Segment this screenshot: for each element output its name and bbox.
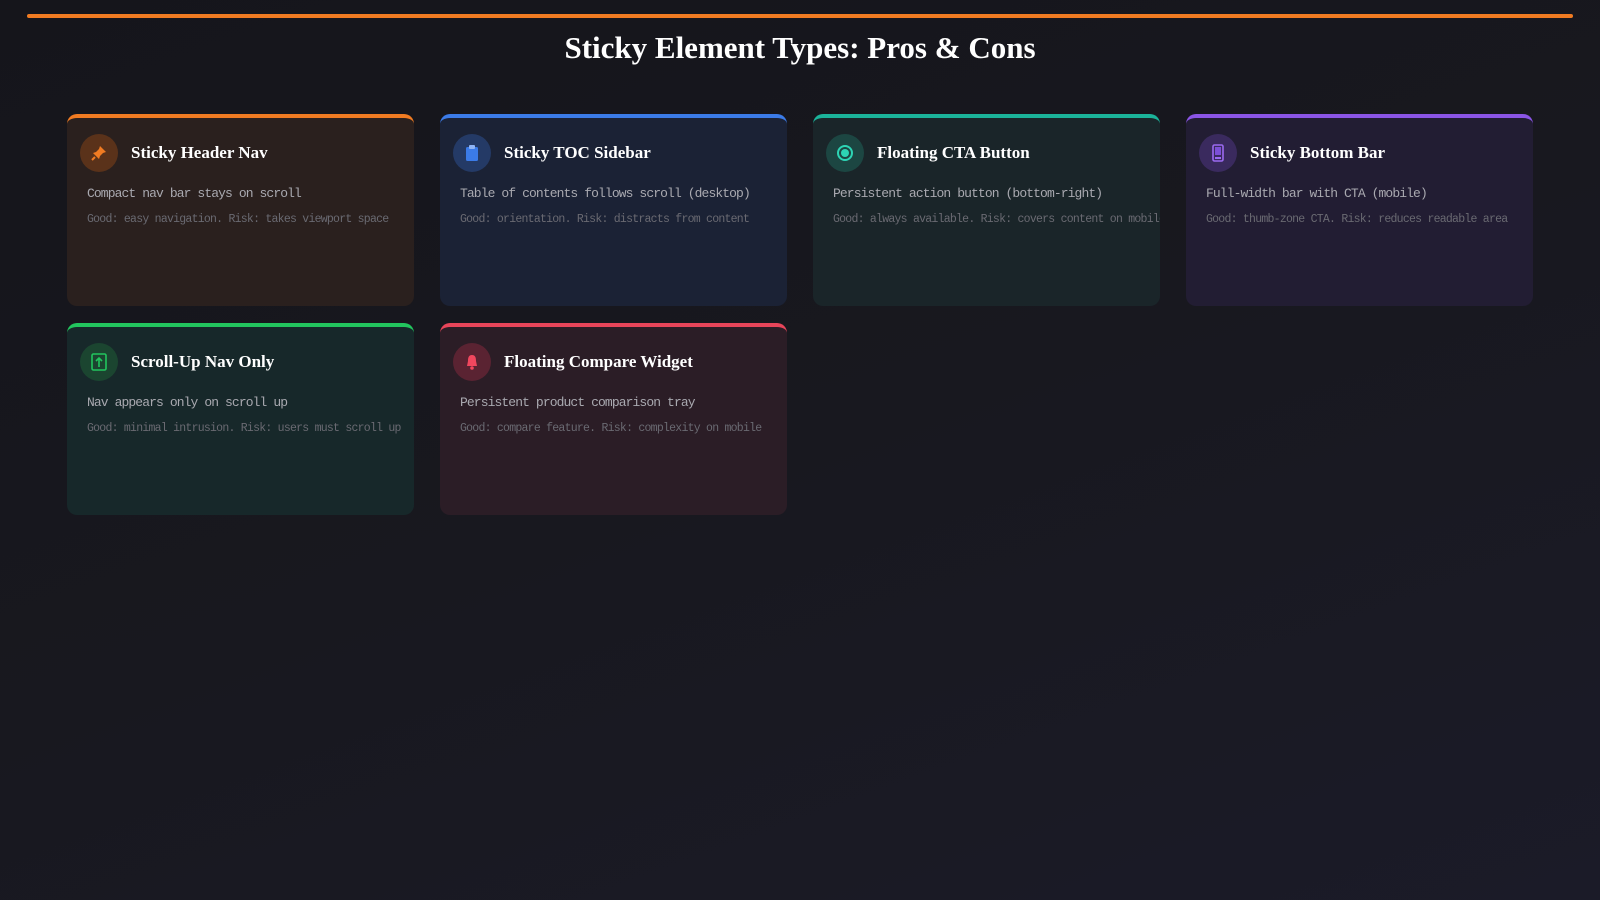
clipboard-icon [453, 134, 491, 172]
card-title: Sticky Bottom Bar [1250, 143, 1386, 162]
card-title: Floating Compare Widget [504, 352, 693, 371]
card-floating-compare-widget: Floating Compare Widget Persistent produ… [440, 323, 787, 515]
card-note: Good: always available. Risk: covers con… [833, 213, 1160, 226]
card-description: Table of contents follows scroll (deskto… [460, 186, 751, 201]
card-note: Good: thumb-zone CTA. Risk: reduces read… [1206, 213, 1508, 226]
card-note: Good: orientation. Risk: distracts from … [460, 213, 750, 226]
card-description: Persistent action button (bottom-right) [833, 186, 1103, 201]
card-description: Full-width bar with CTA (mobile) [1206, 186, 1428, 201]
card-note: Good: easy navigation. Risk: takes viewp… [87, 213, 389, 226]
card-note: Good: compare feature. Risk: complexity … [460, 422, 762, 435]
radio-button-icon [826, 134, 864, 172]
card-sticky-bottom-bar: Sticky Bottom Bar Full-width bar with CT… [1186, 114, 1533, 306]
card-description: Persistent product comparison tray [460, 395, 696, 410]
card-description: Compact nav bar stays on scroll [87, 186, 302, 201]
card-grid: Sticky Header Nav Compact nav bar stays … [67, 114, 1533, 515]
card-sticky-header-nav: Sticky Header Nav Compact nav bar stays … [67, 114, 414, 306]
mobile-phone-icon [1199, 134, 1237, 172]
card-title: Sticky TOC Sidebar [504, 143, 651, 162]
card-floating-cta-button: Floating CTA Button Persistent action bu… [813, 114, 1160, 306]
card-sticky-toc-sidebar: Sticky TOC Sidebar Table of contents fol… [440, 114, 787, 306]
page-title: Sticky Element Types: Pros & Cons [564, 30, 1036, 65]
card-description: Nav appears only on scroll up [87, 395, 288, 410]
pin-icon [80, 134, 118, 172]
card-title: Sticky Header Nav [131, 143, 268, 162]
card-scroll-up-nav-only: Scroll-Up Nav Only Nav appears only on s… [67, 323, 414, 515]
top-accent-bar [27, 14, 1573, 18]
card-title: Scroll-Up Nav Only [131, 352, 275, 371]
bell-icon [453, 343, 491, 381]
card-title: Floating CTA Button [877, 143, 1030, 162]
up-arrow-box-icon [80, 343, 118, 381]
card-note: Good: minimal intrusion. Risk: users mus… [87, 422, 401, 435]
